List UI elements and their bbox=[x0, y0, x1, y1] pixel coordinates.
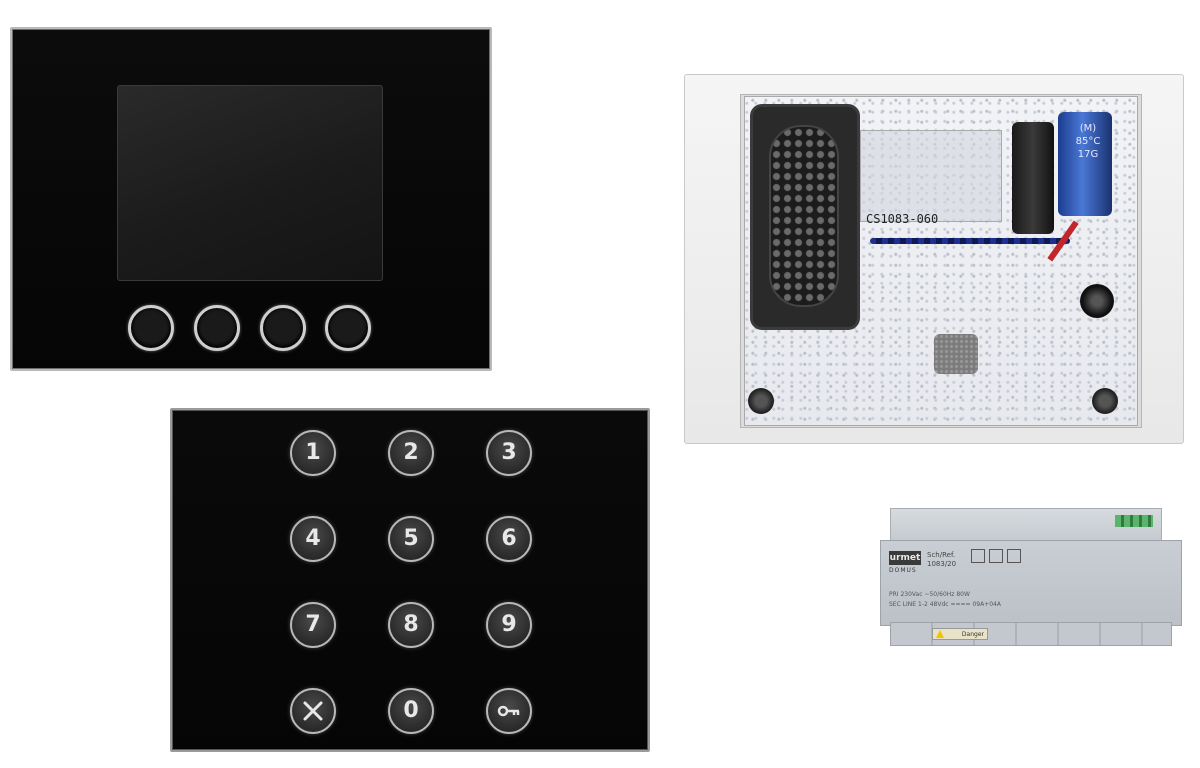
capacitor-marking: (M) 85°C 17G bbox=[1075, 123, 1101, 160]
monitor-button-4[interactable] bbox=[325, 305, 371, 351]
black-capacitor bbox=[1012, 122, 1054, 234]
monitor-button-3[interactable] bbox=[260, 305, 306, 351]
key-1[interactable]: 1 bbox=[290, 430, 336, 476]
key-2[interactable]: 2 bbox=[388, 430, 434, 476]
psu-ref: Sch/Ref. 1083/20 bbox=[927, 551, 957, 568]
key-6[interactable]: 6 bbox=[486, 516, 532, 562]
psu-body: urmet DOMUS Sch/Ref. 1083/20 PRI 230Vac … bbox=[880, 540, 1182, 626]
pcb-label: CS1083-060 bbox=[866, 212, 939, 226]
psu-brand-sub: DOMUS bbox=[889, 567, 917, 574]
key-8[interactable]: 8 bbox=[388, 602, 434, 648]
psu-spec-primary: PRI 230Vac ~50/60Hz 80W bbox=[889, 591, 970, 598]
speaker-grill bbox=[769, 125, 839, 307]
loudspeaker bbox=[750, 104, 860, 330]
screw-left bbox=[748, 388, 774, 414]
psu-top bbox=[890, 508, 1162, 544]
psu-spec-secondary: SEC LINE 1-2 48Vdc ==== 09A+04A bbox=[889, 601, 1001, 608]
psu-certification-icon bbox=[1007, 549, 1021, 563]
cancel-icon bbox=[303, 701, 323, 721]
key-4[interactable]: 4 bbox=[290, 516, 336, 562]
buzzer bbox=[1080, 284, 1114, 318]
monitor-button-2[interactable] bbox=[194, 305, 240, 351]
power-supply-unit: urmet DOMUS Sch/Ref. 1083/20 PRI 230Vac … bbox=[880, 508, 1182, 646]
key-7[interactable]: 7 bbox=[290, 602, 336, 648]
key-5[interactable]: 5 bbox=[388, 516, 434, 562]
warning-triangle-icon bbox=[936, 630, 944, 638]
blue-capacitor bbox=[1058, 112, 1112, 216]
key-9[interactable]: 9 bbox=[486, 602, 532, 648]
cancel-key[interactable] bbox=[290, 688, 336, 734]
psu-warning-label: Danger bbox=[932, 628, 988, 640]
key-0[interactable]: 0 bbox=[388, 688, 434, 734]
key-icon bbox=[497, 705, 520, 717]
psu-terminals bbox=[1115, 515, 1153, 527]
video-monitor-panel bbox=[10, 27, 492, 371]
monitor-screen bbox=[117, 85, 383, 281]
psu-brand-logo: urmet bbox=[889, 551, 921, 565]
psu-symbol-icon bbox=[971, 549, 985, 563]
psu-class-icon bbox=[989, 549, 1003, 563]
key-3[interactable]: 3 bbox=[486, 430, 532, 476]
monitor-button-1[interactable] bbox=[128, 305, 174, 351]
camera-module-cover bbox=[860, 130, 1002, 222]
microphone-grid bbox=[934, 334, 978, 374]
keypad-panel: 1 2 3 4 5 6 7 8 9 0 bbox=[170, 408, 650, 752]
screw-right bbox=[1092, 388, 1118, 414]
door-key[interactable] bbox=[486, 688, 532, 734]
blue-wire bbox=[870, 238, 1070, 244]
